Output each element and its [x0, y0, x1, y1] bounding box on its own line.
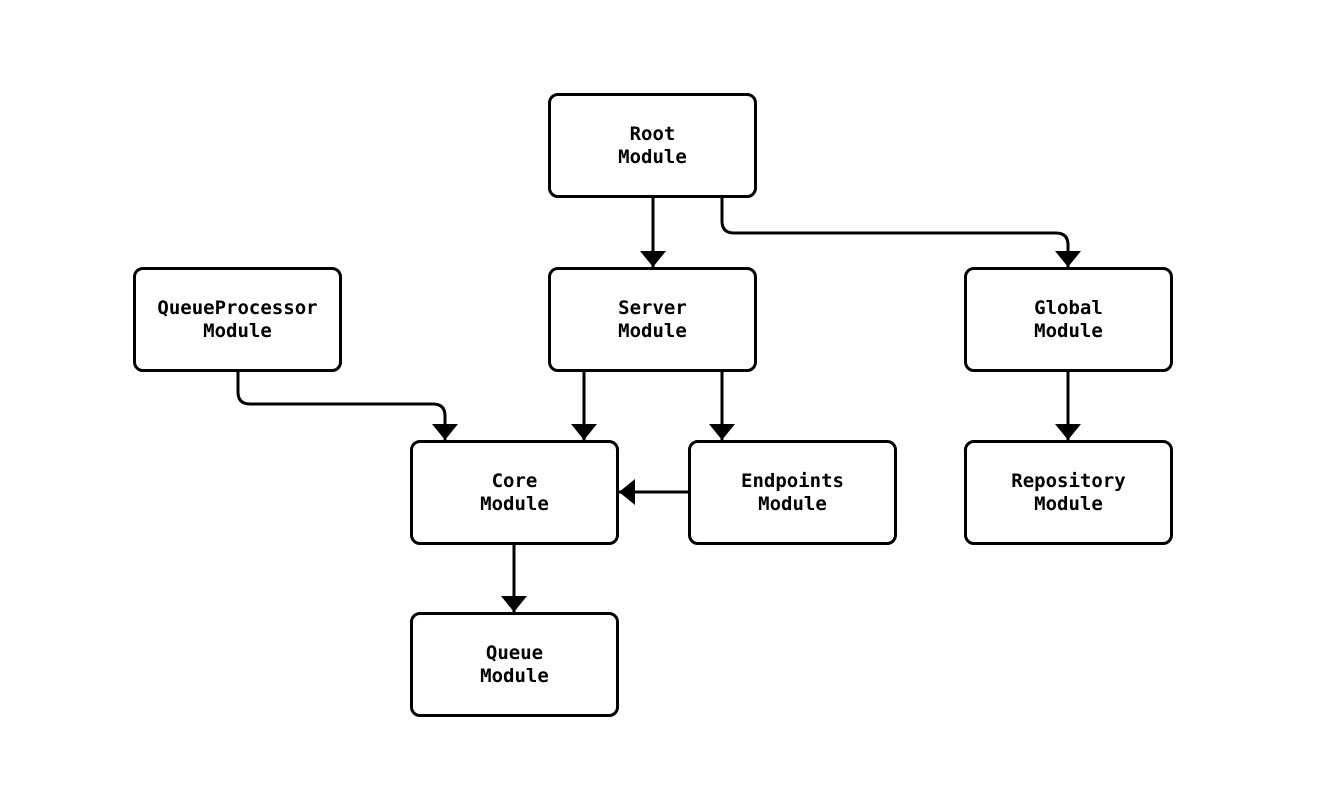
node-label-line-2: Module — [203, 319, 272, 342]
node-label-line-1: Server — [618, 296, 687, 319]
node-core-module: Core Module — [410, 440, 619, 545]
node-queueprocessor-module: QueueProcessor Module — [133, 267, 342, 372]
node-label-line-2: Module — [758, 492, 827, 515]
node-label-line-2: Module — [618, 145, 687, 168]
node-repository-module: Repository Module — [964, 440, 1173, 545]
node-label-line-1: Endpoints — [741, 469, 844, 492]
node-queue-module: Queue Module — [410, 612, 619, 717]
node-label-line-2: Module — [480, 492, 549, 515]
node-label-line-2: Module — [480, 664, 549, 687]
node-label-line-1: QueueProcessor — [157, 296, 318, 319]
node-label-line-1: Root — [629, 122, 676, 145]
node-global-module: Global Module — [964, 267, 1173, 372]
node-label-line-1: Queue — [485, 641, 544, 664]
node-label-line-1: Repository — [1011, 469, 1126, 492]
node-endpoints-module: Endpoints Module — [688, 440, 897, 545]
edge-queueprocessor-to-core — [236, 372, 458, 440]
node-server-module: Server Module — [548, 267, 757, 372]
node-label-line-1: Global — [1034, 296, 1103, 319]
node-root-module: Root Module — [548, 93, 757, 198]
node-label-line-2: Module — [1034, 319, 1103, 342]
node-label-line-2: Module — [618, 319, 687, 342]
edge-root-to-global — [720, 198, 1081, 267]
node-label-line-2: Module — [1034, 492, 1103, 515]
node-label-line-1: Core — [491, 469, 538, 492]
